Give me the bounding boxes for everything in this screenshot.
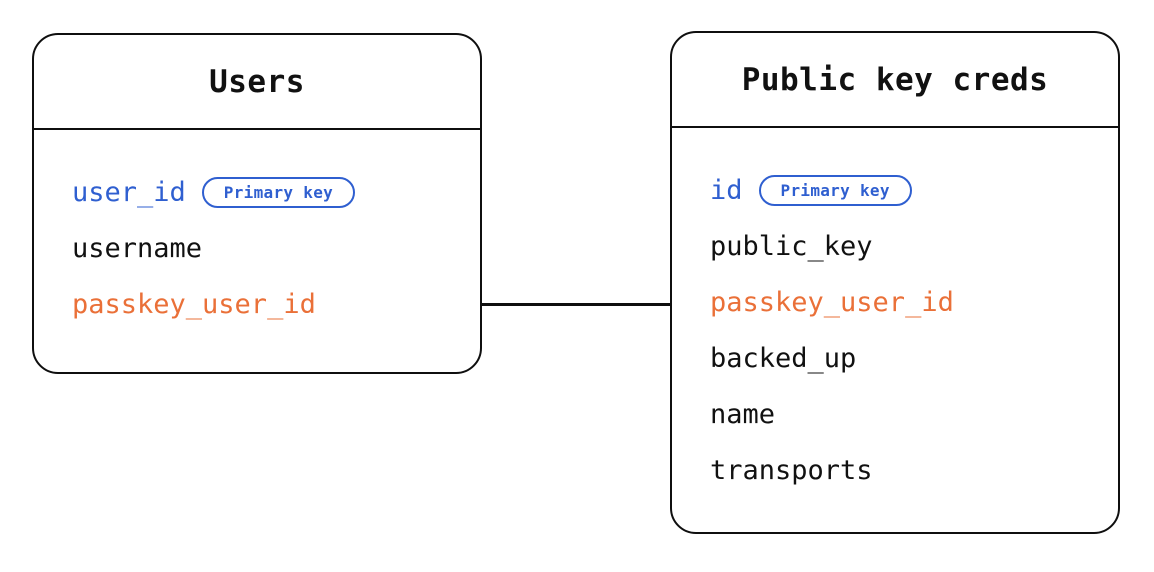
- entity-users-header: Users: [34, 35, 480, 130]
- field-name-backed-up: backed_up: [710, 342, 857, 374]
- entity-users-field-list: user_id Primary key username passkey_use…: [34, 130, 480, 332]
- field-row[interactable]: public_key: [710, 218, 1118, 274]
- primary-key-badge: Primary key: [758, 174, 912, 206]
- field-name-public-key: public_key: [710, 230, 873, 262]
- field-row[interactable]: passkey_user_id: [710, 274, 1118, 330]
- entity-public-key-creds[interactable]: Public key creds id Primary key public_k…: [670, 31, 1120, 534]
- entity-users-title: Users: [209, 63, 305, 100]
- field-row[interactable]: passkey_user_id: [72, 276, 480, 332]
- field-row[interactable]: username: [72, 220, 480, 276]
- field-name-name: name: [710, 398, 776, 430]
- entity-public-key-creds-header: Public key creds: [672, 33, 1118, 128]
- field-row[interactable]: id Primary key: [710, 162, 1118, 218]
- field-name-username: username: [72, 232, 203, 264]
- field-row[interactable]: user_id Primary key: [72, 164, 480, 220]
- entity-public-key-creds-field-list: id Primary key public_key passkey_user_i…: [672, 128, 1118, 498]
- field-row[interactable]: backed_up: [710, 330, 1118, 386]
- field-name-transports: transports: [710, 454, 873, 486]
- primary-key-badge: Primary key: [201, 176, 356, 208]
- field-name-user-id: user_id: [72, 176, 186, 208]
- field-row[interactable]: transports: [710, 442, 1118, 498]
- field-name-id: id: [710, 174, 743, 206]
- entity-public-key-creds-title: Public key creds: [741, 61, 1049, 98]
- entity-users[interactable]: Users user_id Primary key username passk…: [32, 33, 482, 374]
- field-name-passkey-user-id: passkey_user_id: [72, 288, 316, 320]
- relationship-connector-line: [482, 303, 672, 306]
- field-row[interactable]: name: [710, 386, 1118, 442]
- field-name-passkey-user-id: passkey_user_id: [710, 286, 954, 318]
